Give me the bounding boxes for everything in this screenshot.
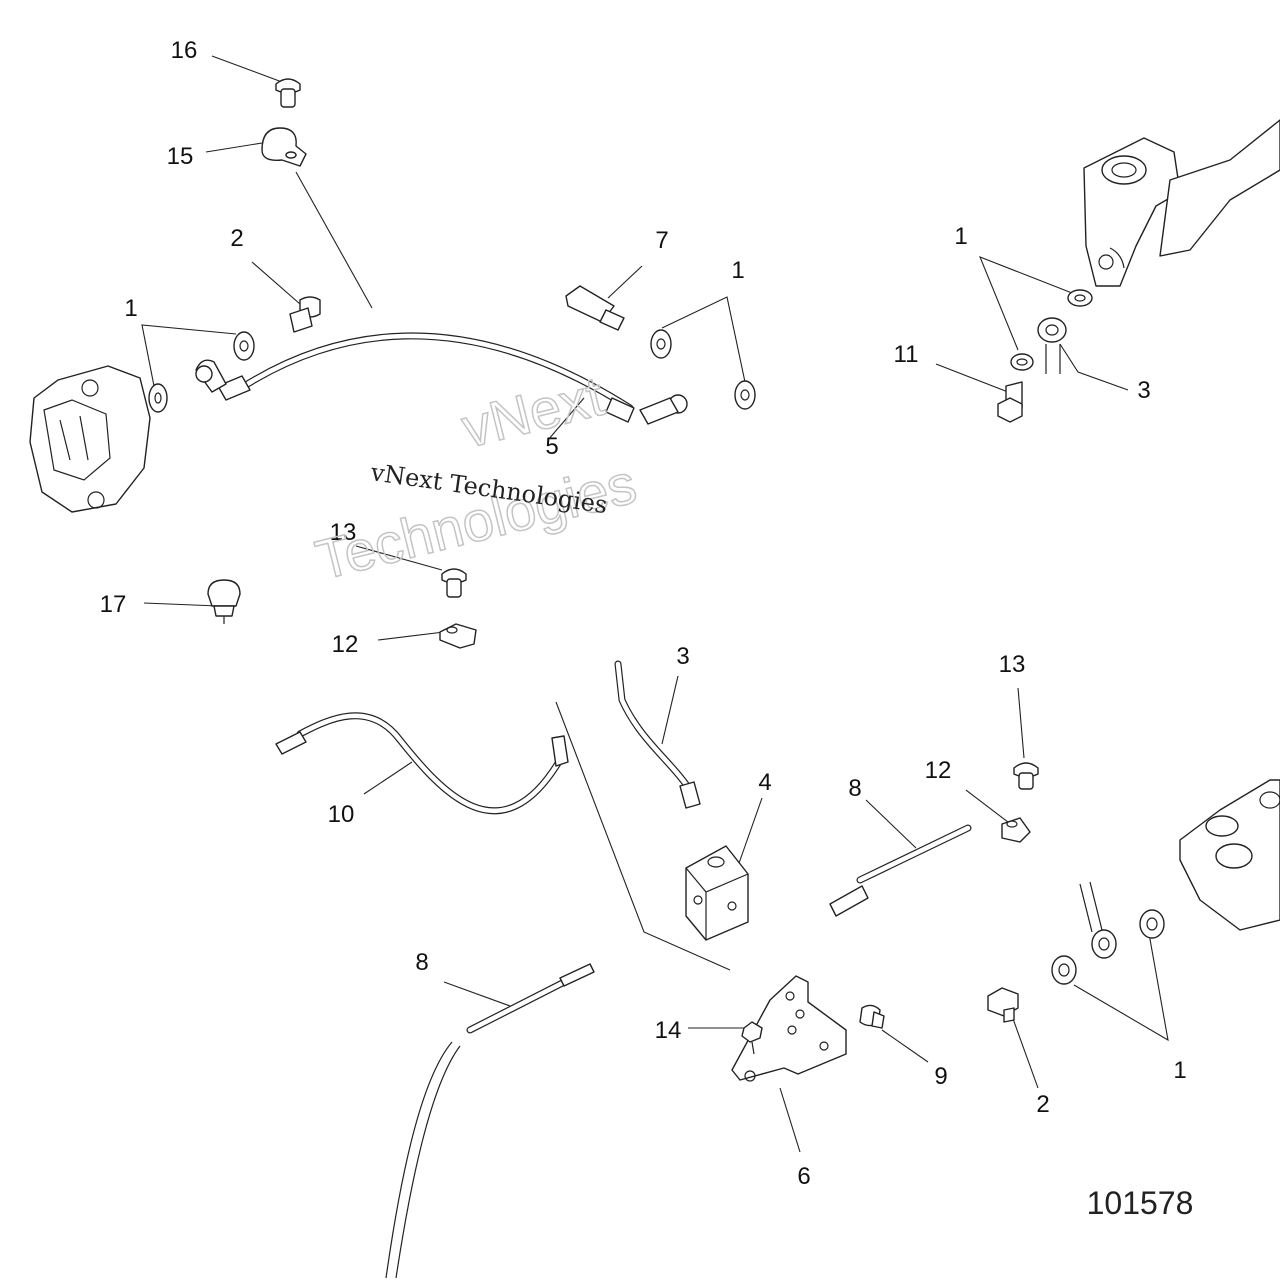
callout-4: 4 [758,769,771,796]
watermark-line-1: vNext [456,364,611,460]
callout-3: 3 [676,643,689,670]
p-clamp-icon [439,623,477,649]
rear-brake-line-icon [275,712,569,815]
leader-lines [141,55,1169,1153]
p-clamp-icon [261,127,307,167]
callout-9: 9 [934,1063,947,1090]
banjo-fitting-icon [1037,317,1067,374]
banjo-fitting-icon [1079,881,1117,959]
callout-12: 12 [925,757,952,784]
hex-flange-screw-icon [741,1021,763,1055]
callout-15: 15 [167,143,194,170]
mounting-bracket-icon [731,975,847,1082]
callout-14: 14 [655,1017,682,1044]
button-head-bolt-icon [441,568,467,598]
callout-11: 11 [894,341,919,368]
banjo-bolt-icon [997,381,1023,423]
brake-switch-icon [565,285,625,331]
crush-washer-icon [148,331,255,413]
callout-3: 3 [1137,377,1150,404]
brake-hose-icon [614,660,701,809]
callout-13: 13 [330,519,357,546]
callout-2: 2 [1036,1091,1049,1118]
drawing-number: 101578 [1087,1185,1194,1221]
button-head-bolt-icon [1013,762,1039,790]
callout-1: 1 [731,257,744,284]
banjo-bolt-icon [987,987,1019,1023]
button-head-bolt-icon [859,1004,885,1029]
watermark: vNext Technologies vNext Technologies [309,363,643,592]
crush-washer-icon [650,329,756,410]
banjo-bolt-icon [289,296,321,333]
crush-washer-icon [1051,909,1165,985]
brake-junction-block-icon [685,845,749,941]
callout-17: 17 [100,591,127,618]
front-brake-line-icon [195,332,688,425]
callout-1: 1 [1173,1057,1186,1084]
callout-1: 1 [954,223,967,250]
p-clamp-icon [1001,817,1031,843]
callout-16: 16 [171,37,198,64]
callout-12: 12 [332,631,359,658]
right-brake-caliper-icon [1179,779,1280,931]
callout-13: 13 [999,651,1026,678]
callout-8: 8 [415,949,428,976]
callout-6: 6 [797,1163,810,1190]
crush-washer-icon [1010,289,1093,371]
callout-8: 8 [848,775,861,802]
callout-1: 1 [124,295,137,322]
callout-labels: 16 15 2 1 7 1 5 1 11 3 13 17 12 3 10 4 8… [100,37,1187,1190]
callout-7: 7 [655,227,668,254]
callout-5: 5 [545,433,558,460]
button-head-bolt-icon [275,78,301,108]
hose-clip-icon [207,579,241,624]
master-cylinder-icon [1083,119,1280,287]
callout-10: 10 [328,801,355,828]
brake-line-icon [829,824,972,917]
callout-2: 2 [230,225,243,252]
left-brake-caliper-icon [29,365,151,513]
brake-line-icon [385,963,595,1279]
